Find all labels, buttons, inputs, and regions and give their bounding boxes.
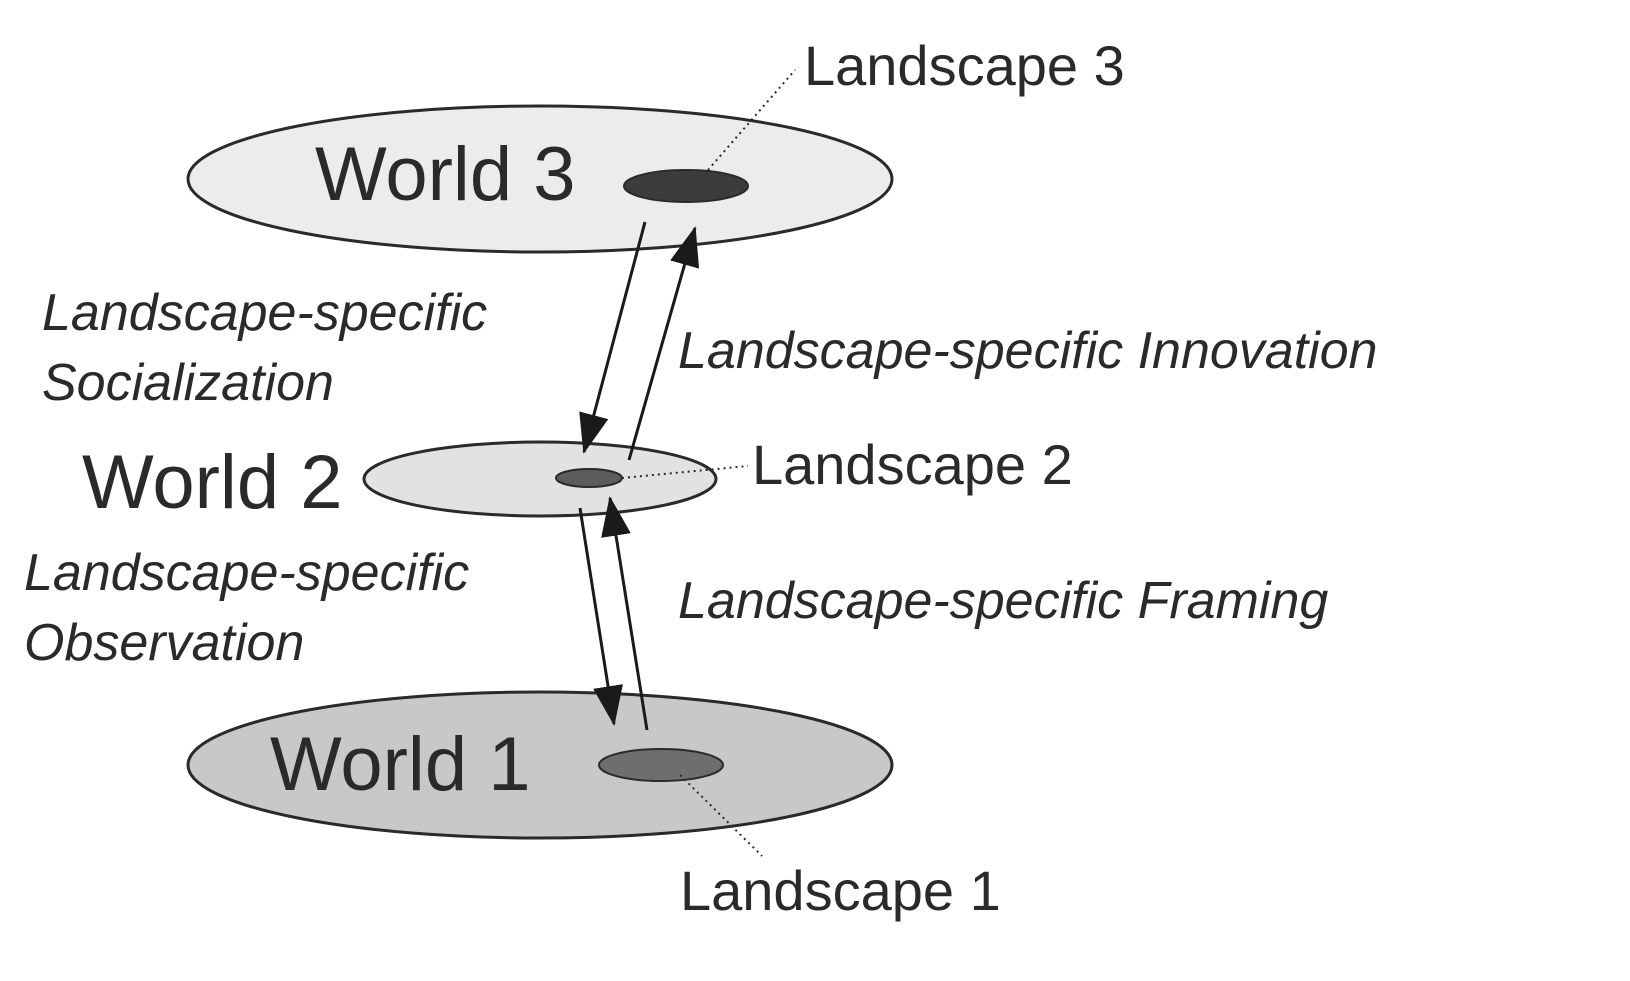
socialization-label-line2: Socialization <box>42 354 334 412</box>
innovation-arrow <box>627 226 700 461</box>
observation-arrow <box>578 507 623 726</box>
innovation-label: Landscape-specific Innovation <box>678 322 1378 380</box>
observation-label-line1: Landscape-specific <box>24 544 469 602</box>
framing-label: Landscape-specific Framing <box>678 572 1328 630</box>
world-2: World 2 <box>82 440 718 525</box>
world-3-ellipse <box>186 104 894 254</box>
world-1-ellipse <box>186 690 894 840</box>
landscape-3-leader <box>707 69 796 171</box>
landscape-1-leader <box>679 774 763 857</box>
socialization-label-line1: Landscape-specific <box>42 284 487 342</box>
world-3: World 3 <box>186 104 894 254</box>
world-3-label: World 3 <box>315 132 575 217</box>
landscape-2-label: Landscape 2 <box>752 433 1073 496</box>
world-1: World 1 <box>186 690 894 840</box>
observation-label-line2: Observation <box>24 614 304 672</box>
framing-arrow <box>601 496 649 731</box>
landscape-3-ellipse <box>623 169 749 203</box>
landscape-2-ellipse <box>555 468 623 488</box>
landscape-1-ellipse <box>598 748 724 782</box>
landscape-3-label: Landscape 3 <box>804 34 1125 97</box>
landscape-1-label: Landscape 1 <box>680 859 1001 922</box>
world-2-ellipse <box>362 440 718 518</box>
world-2-label: World 2 <box>82 440 342 525</box>
world-1-label: World 1 <box>270 722 530 807</box>
socialization-arrow <box>579 221 647 454</box>
